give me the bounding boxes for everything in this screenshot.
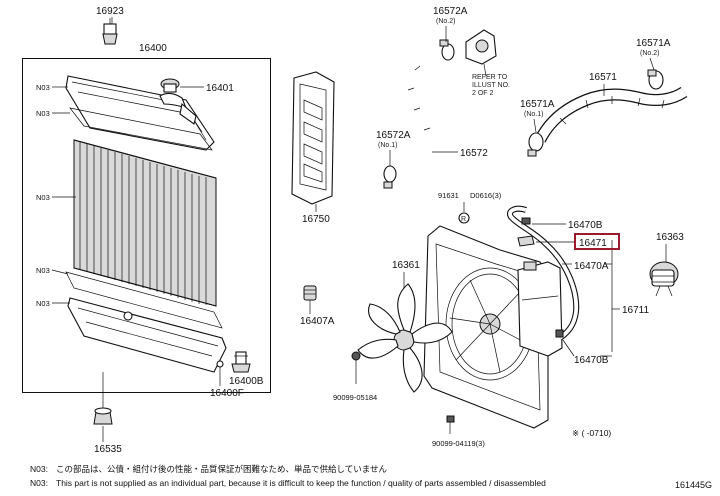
refer-line-2: ILLUST NO.	[472, 82, 510, 89]
note-jp-key: N03:	[30, 464, 48, 474]
label-16471: 16471	[579, 238, 607, 249]
radiator-support-cushion-bottom[interactable]	[93, 407, 113, 425]
label-16571a-mid: 16571A	[520, 99, 555, 110]
hose-clamp-16571a-no1[interactable]	[527, 132, 544, 157]
radiator-hose-lower[interactable]	[390, 51, 447, 176]
label-16572a-mid: 16572A	[376, 130, 411, 141]
refer-line-1: REFER TO	[472, 74, 508, 81]
marker-r: R	[461, 216, 466, 223]
label-16470b-bottom: 16470B	[574, 355, 609, 366]
label-90099-04119: 90099-04119(3)	[432, 439, 485, 448]
note-en: N03: This part is not supplied as an indi…	[30, 476, 546, 490]
label-16400f: 16400F	[210, 388, 244, 399]
label-90099-05184: 90099-05184	[333, 393, 377, 402]
label-16571a-mid-note: (No.1)	[524, 111, 543, 118]
drain-cock-plug[interactable]	[231, 351, 251, 373]
fan-motor[interactable]	[649, 261, 679, 297]
label-n03-b: N03	[36, 109, 50, 118]
label-16363: 16363	[656, 232, 684, 243]
label-n03-d: N03	[36, 266, 50, 275]
radiator-cap[interactable]	[159, 78, 197, 125]
label-16572a-top: 16572A	[433, 6, 468, 17]
note-jp-text: この部品は、公債・組付け後の性能・品質保証が困難なため、単品で供給していません	[56, 464, 387, 474]
label-16923: 16923	[96, 6, 124, 17]
label-16571a-top: 16571A	[636, 38, 671, 49]
label-n03-a: N03	[36, 83, 50, 92]
lower-gasket[interactable]	[65, 271, 223, 329]
upper-gasket[interactable]	[69, 107, 213, 151]
hose-clip-16470b-bottom[interactable]	[555, 329, 564, 338]
label-n03-c: N03	[36, 193, 50, 202]
label-n03-e: N03	[36, 299, 50, 308]
drain-cock-part[interactable]	[303, 285, 317, 301]
label-16711: 16711	[622, 305, 650, 316]
image-code: 161445G	[674, 480, 712, 490]
notes-block: N03: この部品は、公債・組付け後の性能・品質保証が困難なため、単品で供給してい…	[30, 462, 546, 490]
label-16400b: 16400B	[229, 376, 264, 387]
label-91631: 91631	[438, 191, 459, 200]
hose-clip-16470b-top[interactable]	[521, 217, 531, 225]
radiator-air-guide[interactable]	[291, 71, 335, 205]
date-code: ※ ( -0710)	[572, 428, 612, 438]
hose-clamp-16572a-no2[interactable]	[439, 39, 455, 61]
label-16400: 16400	[139, 43, 167, 54]
label-16572: 16572	[460, 148, 488, 159]
label-16470b-top: 16470B	[568, 220, 603, 231]
label-16572a-mid-note: (No.1)	[378, 142, 397, 149]
bolt-90099-04119[interactable]	[446, 415, 455, 434]
note-en-key: N03:	[30, 478, 48, 488]
hose-clamp-16571a-no2[interactable]	[647, 69, 664, 90]
radiator-assembly-frame	[22, 58, 271, 393]
label-d0616: D0616(3)	[470, 191, 502, 200]
hose-clamp-16572a-no1[interactable]	[383, 165, 397, 189]
label-16470a: 16470A	[574, 261, 609, 272]
note-en-text: This part is not supplied as an individu…	[56, 478, 546, 488]
reservoir-hose[interactable]	[507, 205, 580, 341]
radiator-hose-upper[interactable]	[534, 86, 688, 143]
radiator-lower-tank[interactable]	[67, 297, 227, 373]
label-16571: 16571	[589, 72, 617, 83]
fan-shroud[interactable]	[423, 225, 549, 429]
radiator-upper-tank[interactable]	[65, 75, 215, 151]
label-16750: 16750	[302, 214, 330, 225]
engine-outlet-fitting[interactable]	[465, 29, 497, 77]
refer-line-3: 2 OF 2	[472, 90, 494, 97]
reservoir-tank[interactable]	[517, 261, 563, 357]
label-16361: 16361	[392, 260, 420, 271]
reservoir-cap-16471[interactable]	[517, 235, 535, 247]
note-jp: N03: この部品は、公債・組付け後の性能・品質保証が困難なため、単品で供給してい…	[30, 462, 546, 476]
cooling-fan[interactable]	[357, 283, 453, 393]
label-16571a-top-note: (No.2)	[640, 50, 659, 57]
label-16407a: 16407A	[300, 316, 335, 327]
label-16572a-top-note: (No.2)	[436, 18, 455, 25]
radiator-core[interactable]	[73, 139, 217, 307]
label-16535: 16535	[94, 444, 122, 455]
highlighted-part-16471[interactable]	[574, 233, 620, 250]
bolt-90099-05184[interactable]	[351, 351, 361, 384]
label-16401: 16401	[206, 83, 234, 94]
radiator-support-cushion-top[interactable]	[102, 18, 118, 45]
